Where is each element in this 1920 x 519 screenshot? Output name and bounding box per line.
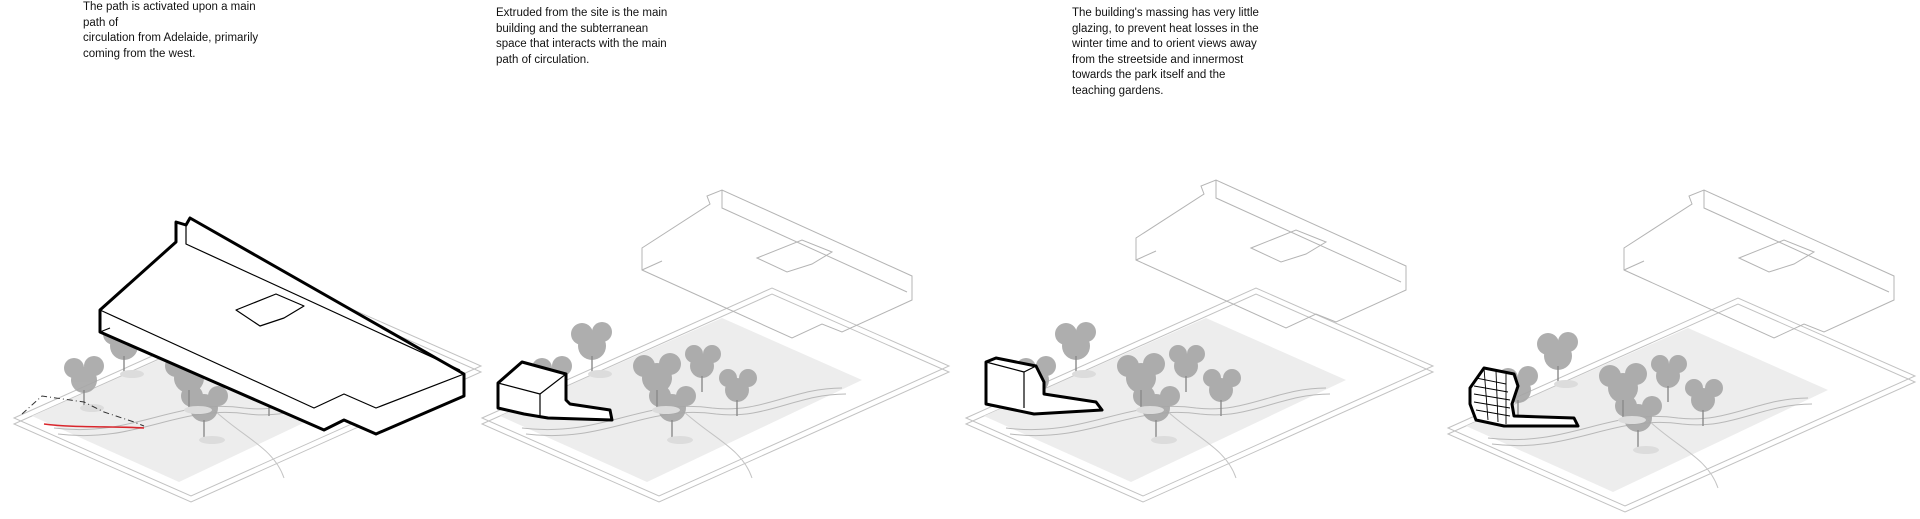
caption-line: glazing, to prevent heat losses in the [1072, 22, 1259, 35]
caption-panel-2: Extruded from the site is the main build… [496, 6, 667, 68]
panel-2-axonometric [481, 189, 950, 503]
main-building-grey [1623, 189, 1895, 339]
caption-line: path of [83, 16, 119, 29]
caption-line: space that interacts with the main [496, 38, 667, 50]
massing-volume [984, 356, 1104, 416]
caption-line: building and the subterranean [496, 22, 649, 35]
caption-line: The path is activated upon a main [83, 1, 256, 13]
caption-panel-1: The path is activated upon a main path o… [83, 0, 258, 62]
panel-1-axonometric [13, 216, 482, 503]
caption-line: towards the park itself and the [1072, 69, 1226, 81]
caption-line: winter time and to orient views away [1072, 38, 1257, 50]
panel-4-axonometric [1447, 189, 1916, 513]
extruded-volume [496, 360, 614, 422]
caption-line: teaching gardens. [1072, 84, 1164, 97]
caption-panel-3: The building's massing has very little g… [1072, 6, 1259, 99]
panel-3-axonometric [965, 179, 1434, 503]
circulation-path [21, 395, 145, 429]
main-building-grey [1135, 179, 1407, 329]
main-building-outline [98, 216, 466, 436]
caption-line: circulation from Adelaide, primarily [83, 32, 259, 44]
caption-line: The building's massing has very little [1072, 7, 1259, 19]
caption-line: path of circulation. [496, 53, 590, 66]
main-building-grey [641, 189, 913, 339]
glazed-building-volume [1468, 366, 1580, 428]
caption-line: from the streetside and innermost [1072, 53, 1244, 66]
caption-line: coming from the west. [83, 47, 196, 60]
caption-line: Extruded from the site is the main [496, 7, 668, 19]
red-path-line [43, 423, 145, 429]
